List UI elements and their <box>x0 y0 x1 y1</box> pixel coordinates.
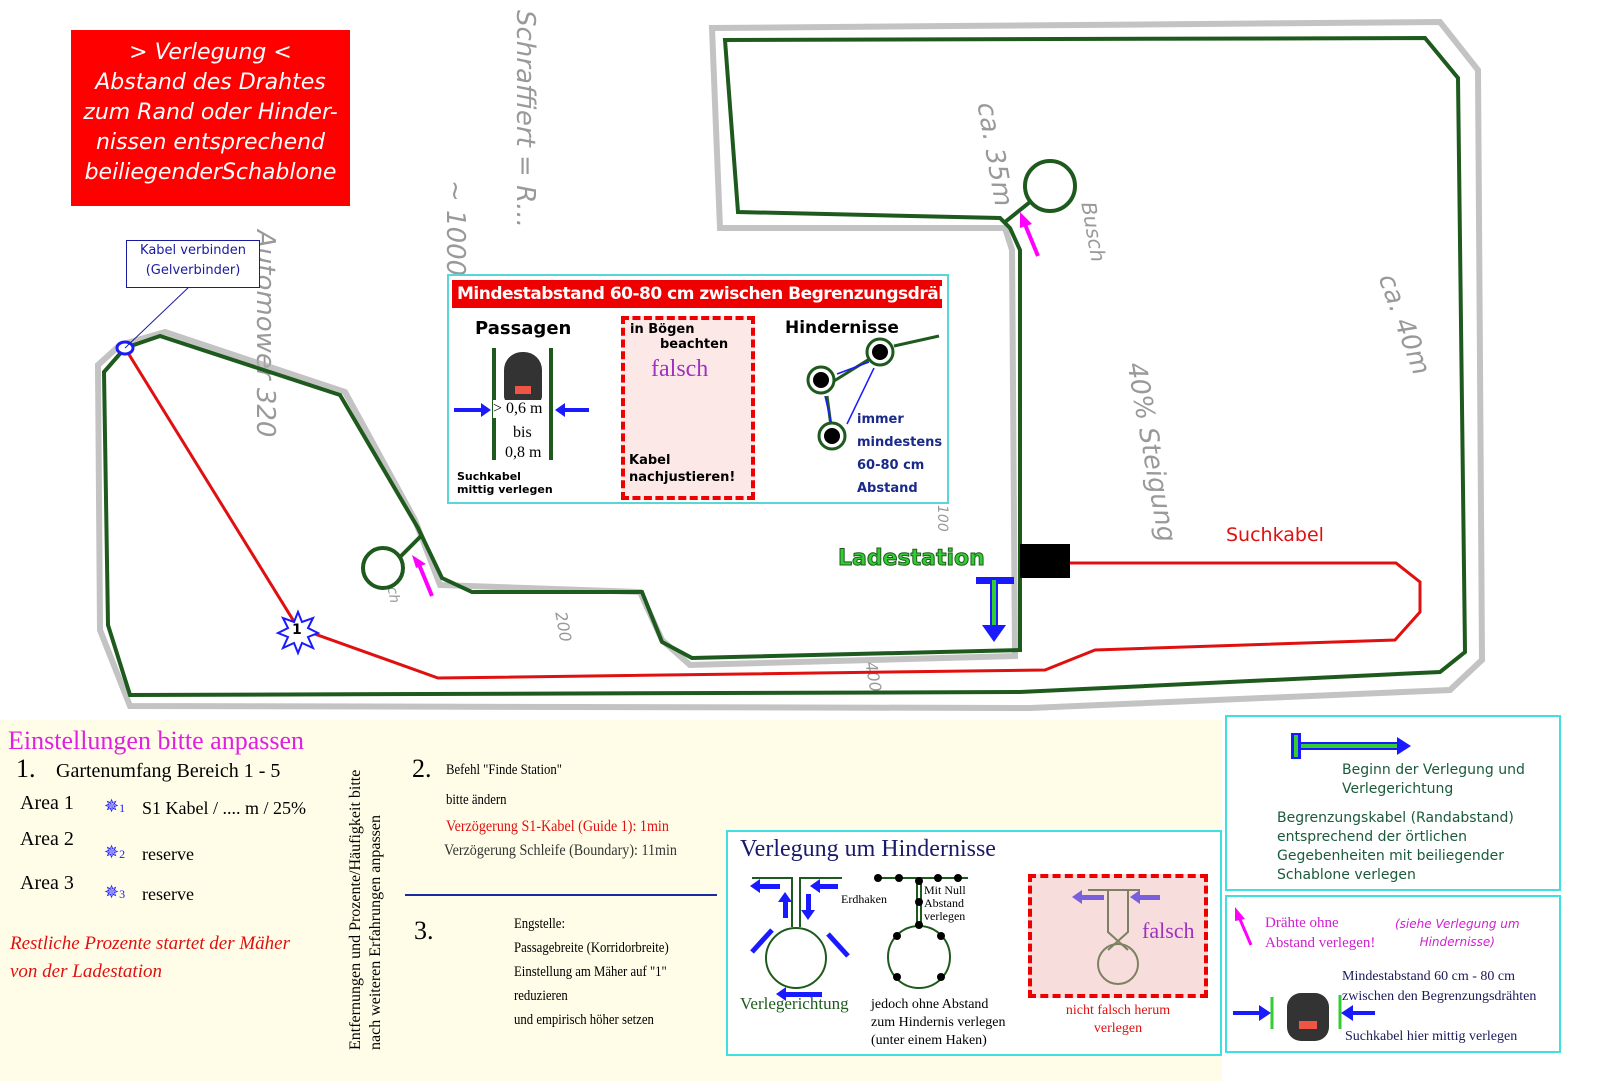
s3-lines: Engstelle:Passagebreite (Korridorbreite)… <box>514 916 669 1028</box>
connector-note-line: (Gelverbinder) <box>145 263 241 278</box>
title-line: beiliegenderSchablone <box>84 160 337 185</box>
s2-guide-delay: Verzögerung S1-Kabel (Guide 1): 1min <box>446 818 669 835</box>
start-direction-legend-icon <box>1291 733 1411 759</box>
mower-icon <box>1287 993 1329 1041</box>
title-box: > Verlegung < Abstand des Drahtes zum Ra… <box>71 30 350 206</box>
guide-center-note: Suchkabel hier mittig verlegen <box>1345 1029 1518 1044</box>
area-value: reserve <box>142 884 194 904</box>
divider <box>405 894 717 896</box>
s2-line: bitte ändern <box>446 792 507 808</box>
connector-note-line: Kabel verbinden <box>140 243 246 258</box>
hindernisse-heading: Hindernisse <box>785 318 899 338</box>
wrong-direction-box: falsch <box>1028 874 1208 998</box>
passage-dist: > 0,6 m <box>493 400 543 418</box>
title-line: > Verlegung < <box>129 40 292 65</box>
obstacle-bush-loop <box>361 546 405 590</box>
boundary-wire <box>101 35 1468 698</box>
inset-title: Mindestabstand 60-80 cm zwischen Begrenz… <box>452 280 942 308</box>
area-star-icon: ✵3 <box>104 882 126 902</box>
min-distance-inset: Mindestabstand 60-80 cm zwischen Begrenz… <box>447 274 949 504</box>
step-title: Gartenumfang Bereich 1 - 5 <box>56 760 281 782</box>
direction-label: Verlegerichtung <box>740 994 849 1013</box>
area-star-icon: ✵2 <box>104 842 126 862</box>
area-1-star-icon <box>275 609 321 656</box>
step-number: 3. <box>414 916 434 945</box>
area-label: Area 1 <box>20 792 74 814</box>
start-direction-icon <box>976 577 1014 642</box>
obstacle-bush-loop <box>1023 159 1077 213</box>
ladestation-label: Ladestation <box>838 546 986 572</box>
legend-boundary-text: Begrenzungskabel (Randabstand)entspreche… <box>1277 810 1514 883</box>
title-line: nissen entsprechend <box>95 130 326 155</box>
area-label: Area 3 <box>20 872 74 894</box>
vertical-note: Entfernungen und Prozente/Häufigkeit bit… <box>347 769 384 1050</box>
step-number: 1. <box>16 754 36 783</box>
area-value: S1 Kabel / .... m / 25% <box>142 798 306 818</box>
boegen-text: in Bögen <box>630 322 695 337</box>
s2-boundary-delay: Verzögerung Schleife (Boundary): 11min <box>444 842 677 859</box>
boegen-note: nachjustieren! <box>629 470 736 485</box>
area-star-icon: ✵1 <box>104 796 126 816</box>
area-value: reserve <box>142 844 194 864</box>
passage-dist: bis <box>513 424 532 441</box>
passage-dist: 0,8 m <box>505 444 542 461</box>
magenta-arrow-icon <box>1022 221 1040 257</box>
area-marker-label: 1 <box>292 622 302 638</box>
obstacles-box: Verlegung um Hindernisse falsch Verleger… <box>726 830 1222 1056</box>
mower-icon <box>504 352 542 404</box>
erdhaken-label: Erdhaken <box>841 892 887 906</box>
connector-note: Kabel verbinden (Gelverbinder) <box>126 240 260 288</box>
settings-heading: Einstellungen bitte anpassen <box>8 726 305 755</box>
falsch-label: falsch <box>1142 918 1195 943</box>
suchkabel-label: Suchkabel <box>1226 524 1324 546</box>
boegen-note: Kabel <box>629 453 671 468</box>
title-line: Abstand des Drahtes <box>95 70 326 95</box>
garden-outline-sketch <box>94 18 1486 712</box>
falsch-label: falsch <box>651 356 709 382</box>
boegen-text: beachten <box>660 337 729 352</box>
passagen-heading: Passagen <box>475 318 572 339</box>
obstacles-title: Verlegung um Hindernisse <box>740 836 996 862</box>
area-label: Area 2 <box>20 828 74 850</box>
step-number: 2. <box>412 754 432 783</box>
s2-line: Befehl "Finde Station" <box>446 762 562 778</box>
magenta-arrow-icon <box>416 561 434 597</box>
guide-wire <box>123 347 1422 680</box>
charging-station-icon <box>1020 544 1070 578</box>
title-line: zum Rand oder Hinder- <box>83 100 338 125</box>
